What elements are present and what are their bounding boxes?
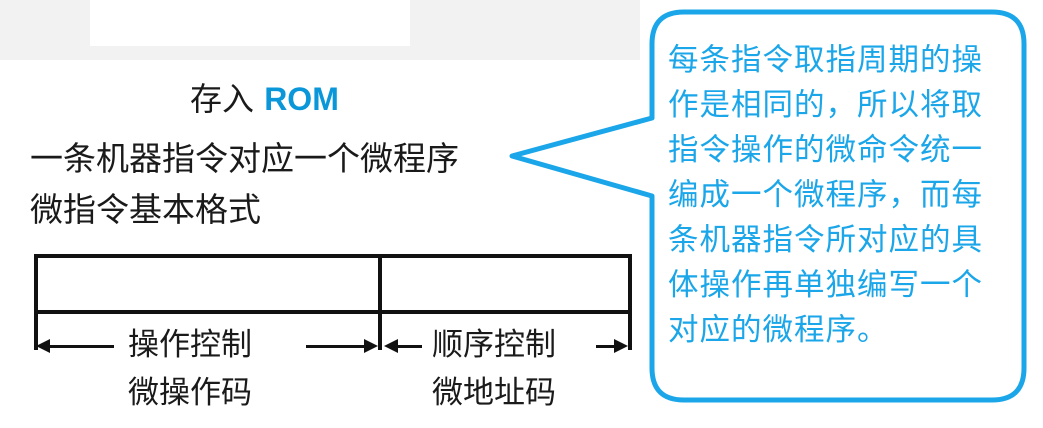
format-title: 微指令基本格式 bbox=[30, 190, 261, 229]
right-field-right-arrow-line bbox=[596, 345, 618, 348]
format-field-divider bbox=[378, 254, 382, 350]
callout-bubble-shape bbox=[509, 9, 1027, 403]
right-field-right-arrowhead bbox=[614, 339, 628, 353]
storage-heading: 存入 ROM bbox=[190, 83, 339, 115]
right-field-top-label: 顺序控制 bbox=[432, 327, 556, 363]
left-field-top-label: 操作控制 bbox=[128, 327, 252, 363]
top-strip bbox=[0, 0, 640, 60]
right-field-left-arrowhead bbox=[384, 339, 398, 353]
left-boundary-tick bbox=[34, 310, 38, 350]
microinstruction-format-box bbox=[34, 254, 632, 312]
left-field-left-arrowhead bbox=[36, 339, 50, 353]
left-field-right-arrow-line bbox=[306, 345, 368, 348]
callout-text: 每条指令取指周期的操作是相同的，所以将取指令操作的微命令统一编成一个微程序，而每… bbox=[668, 43, 983, 348]
left-field-left-arrow-line bbox=[48, 345, 114, 348]
format-box-bottom-edge bbox=[34, 310, 632, 314]
top-card bbox=[90, 0, 410, 46]
left-field-bottom-label: 微操作码 bbox=[128, 375, 252, 411]
right-field-bottom-label: 微地址码 bbox=[432, 375, 556, 411]
mapping-statement: 一条机器指令对应一个微程序 bbox=[30, 139, 459, 178]
right-field-left-arrow-line bbox=[396, 345, 422, 348]
right-boundary-tick bbox=[628, 310, 632, 350]
storage-heading-rom: ROM bbox=[264, 81, 339, 117]
storage-heading-prefix: 存入 bbox=[190, 80, 255, 118]
left-field-right-arrowhead bbox=[364, 339, 378, 353]
